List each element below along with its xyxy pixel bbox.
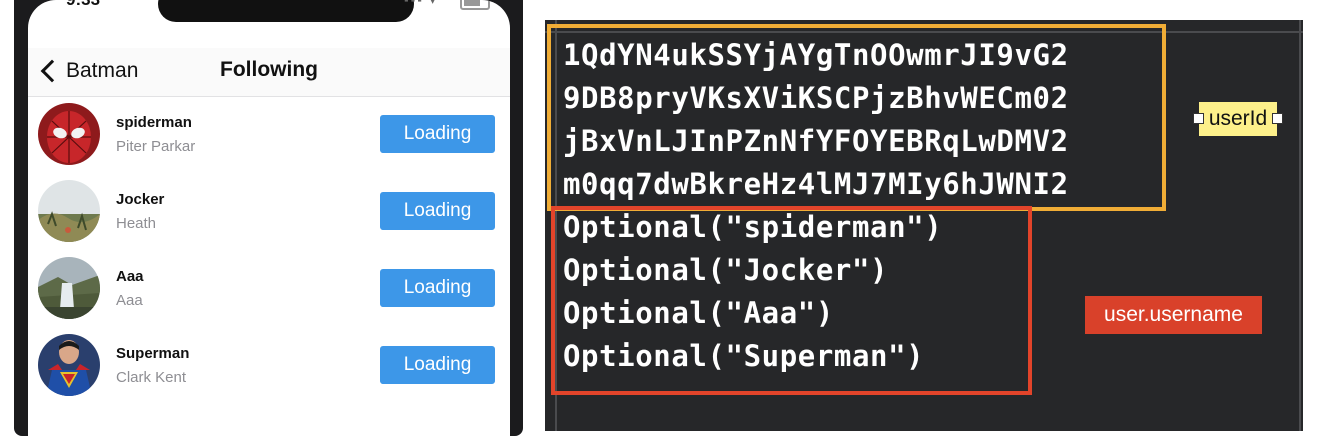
full-name: Aaa: [116, 292, 143, 309]
spiderman-avatar: [38, 103, 100, 165]
divider: [545, 31, 1303, 33]
back-button[interactable]: Batman: [38, 56, 138, 86]
console-line-userid: 9DB8pryVKsXViKSCPjzBhvWECm02: [563, 81, 1069, 115]
username: Aaa: [116, 268, 144, 285]
follow-status-button[interactable]: Loading: [380, 192, 495, 230]
username: Superman: [116, 345, 190, 362]
list-item[interactable]: spiderman Piter Parkar Loading: [28, 98, 510, 175]
list-item[interactable]: Aaa Aaa Loading: [28, 252, 510, 329]
console-line-username: Optional("Aaa"): [563, 296, 834, 330]
waterfall-avatar: [38, 257, 100, 319]
page-title: Following: [220, 58, 318, 81]
console-line-username: Optional("spiderman"): [563, 210, 943, 244]
userid-highlight-box: [547, 24, 1166, 211]
follow-status-button[interactable]: Loading: [380, 115, 495, 153]
username-highlight-box: [551, 206, 1032, 395]
navigation-bar: Batman Following: [28, 48, 510, 97]
back-label: Batman: [66, 59, 139, 82]
divider: [1299, 20, 1301, 431]
landscape-avatar: [38, 180, 100, 242]
username: spiderman: [116, 114, 192, 131]
device-notch: [158, 0, 414, 22]
list-item[interactable]: Jocker Heath Loading: [28, 175, 510, 252]
follow-status-button[interactable]: Loading: [380, 346, 495, 384]
divider: [555, 20, 557, 431]
superman-avatar: [38, 334, 100, 396]
phone-screen: 9:33 ▪▪▪ ▾ Batman Following spider: [28, 0, 510, 436]
follow-status-button[interactable]: Loading: [380, 269, 495, 307]
list-item[interactable]: Superman Clark Kent Loading: [28, 329, 510, 406]
console-line-userid: 1QdYN4ukSSYjAYgTnOOwmrJI9vG2: [563, 38, 1069, 72]
console-line-userid: jBxVnLJInPZnNfYFOYEBRqLwDMV2: [563, 124, 1069, 158]
status-time: 9:33: [66, 0, 100, 10]
resize-handle[interactable]: [1193, 113, 1204, 124]
phone-frame: 9:33 ▪▪▪ ▾ Batman Following spider: [14, 0, 523, 436]
username-annotation-label: user.username: [1085, 296, 1262, 334]
console-line-username: Optional("Jocker"): [563, 253, 889, 287]
userid-annotation-label: userId: [1199, 102, 1277, 136]
resize-handle[interactable]: [1272, 113, 1283, 124]
full-name: Piter Parkar: [116, 138, 196, 155]
debug-console: 1QdYN4ukSSYjAYgTnOOwmrJI9vG2 9DB8pryVKsX…: [545, 20, 1303, 431]
full-name: Clark Kent: [116, 369, 187, 386]
signal-wifi-icons: ▪▪▪ ▾: [404, 0, 438, 8]
full-name: Heath: [116, 215, 157, 232]
console-line-userid: m0qq7dwBkreHz4lMJ7MIy6hJWNI2: [563, 167, 1069, 201]
console-line-username: Optional("Superman"): [563, 339, 925, 373]
battery-icon: [460, 0, 490, 10]
username: Jocker: [116, 191, 165, 208]
